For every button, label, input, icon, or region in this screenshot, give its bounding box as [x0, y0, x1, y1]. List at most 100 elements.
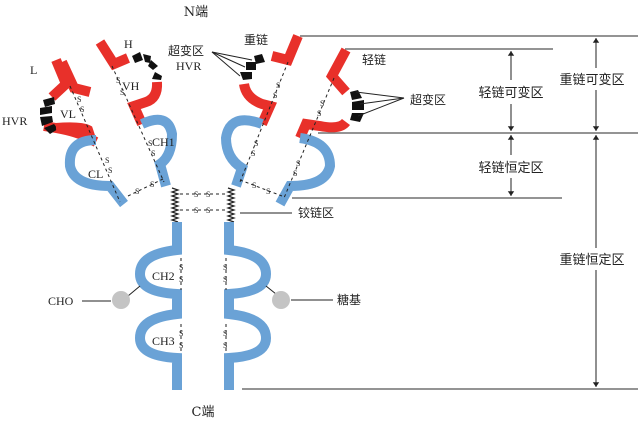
disulfide-s: S — [254, 139, 258, 148]
right-heavy-ch1-domain — [220, 115, 264, 188]
right-heavy-fc — [224, 222, 272, 390]
bracket-heavy-variable: 重链可变区 — [559, 38, 625, 131]
ch2-label: CH2 — [152, 269, 175, 283]
hvr-leader-line — [211, 51, 246, 68]
disulfide-s: S — [320, 99, 324, 108]
disulfide-s: S — [252, 181, 256, 190]
sugar-group-label: 糖基 — [337, 292, 361, 307]
hvr-segment — [40, 116, 53, 126]
hvr-segment — [40, 106, 52, 115]
hvr-leader-line — [211, 51, 241, 77]
bracket-heavy-variable-label: 重链可变区 — [559, 72, 624, 88]
hvr-leader-line — [357, 97, 405, 117]
right-hinge-spring — [226, 187, 236, 223]
disulfide-s: S — [148, 139, 152, 148]
disulfide-s: S — [206, 206, 210, 215]
ch3-label: CH3 — [152, 334, 175, 348]
left-light-variable-top-stub — [57, 59, 92, 97]
disulfide-s: S — [296, 159, 300, 168]
disulfide-s: S — [151, 149, 155, 158]
heavy-chain-label: 重链 — [244, 32, 268, 47]
vl-label: VL — [60, 107, 76, 121]
hvr-segment — [352, 100, 364, 110]
hypervariable-region-label-left: 超变区 — [168, 43, 204, 58]
hvr-segment — [246, 62, 256, 70]
disulfide-s: S — [251, 149, 255, 158]
right-light-variable-lower — [295, 118, 350, 140]
right-fab-arm: S S S S S S S S S S 重链 轻链 — [220, 32, 386, 207]
carbohydrate-right — [272, 291, 290, 309]
right-heavy-variable-domain — [270, 34, 303, 66]
left-light-heavy-interchain-disulfide — [127, 177, 166, 197]
left-light-chain — [40, 58, 128, 208]
hvr-segment — [143, 54, 151, 63]
carbohydrate-left — [112, 291, 130, 309]
region-guide-lines — [242, 35, 638, 390]
cho-label: CHO — [48, 294, 74, 308]
hvr-segment — [43, 97, 55, 107]
right-light-constant-domain — [275, 133, 336, 207]
hvr-segment — [152, 72, 162, 80]
disulfide-s: S — [179, 341, 183, 350]
ch1-label: CH1 — [152, 135, 175, 149]
left-heavy-ch1-domain — [139, 114, 178, 188]
left-heavy-variable-domain — [95, 39, 130, 71]
hvr-leader-line — [211, 51, 253, 61]
left-heavy-variable-lower — [127, 81, 163, 127]
hvr-segment — [132, 52, 143, 63]
hvr-leader-line — [355, 91, 405, 99]
left-light-hvr-segments — [40, 97, 58, 134]
bracket-heavy-constant: 重链恒定区 — [559, 135, 625, 388]
disulfide-s: S — [223, 341, 227, 350]
disulfide-s: S — [273, 91, 277, 100]
right-light-intra-disulfide — [283, 77, 335, 199]
cho-left-attachment — [127, 285, 141, 297]
disulfide-s: S — [276, 81, 280, 90]
n-terminus-label: N端 — [184, 5, 208, 20]
disulfide-s: S — [179, 275, 183, 284]
disulfide-s: S — [194, 190, 198, 199]
right-heavy-light-interchain-disulfide — [239, 179, 283, 197]
disulfide-s: S — [223, 275, 227, 284]
c-terminus-label: C端 — [192, 405, 215, 420]
vh-label: VH — [122, 79, 140, 93]
left-heavy-chain-upper — [95, 39, 178, 188]
heavy-short-label: H — [124, 37, 133, 51]
bracket-light-variable: 轻链可变区 — [478, 51, 544, 131]
disulfide-s: S — [105, 156, 109, 165]
bracket-light-variable-label: 轻链可变区 — [478, 85, 543, 101]
disulfide-s: S — [80, 105, 84, 114]
hvr-segment — [44, 124, 58, 134]
disulfide-s: S — [150, 180, 154, 189]
disulfide-s: S — [120, 88, 124, 97]
disulfide-s: S — [293, 169, 297, 178]
disulfide-s: S — [206, 190, 210, 199]
disulfide-s: S — [135, 187, 139, 196]
disulfide-s: S — [179, 263, 183, 272]
disulfide-s: S — [223, 263, 227, 272]
right-light-hvr-segments — [350, 90, 364, 122]
hvr-segment — [240, 72, 252, 80]
bracket-heavy-constant-label: 重链恒定区 — [559, 252, 624, 268]
disulfide-s: S — [223, 329, 227, 338]
disulfide-s: S — [77, 95, 81, 104]
hinge-region-label: 铰链区 — [298, 205, 334, 220]
hvr-leader-line — [359, 97, 405, 105]
left-light-variable-lower — [55, 122, 97, 144]
disulfide-s: S — [194, 206, 198, 215]
left-heavy-fc — [134, 222, 182, 390]
hvr-segment — [254, 54, 265, 64]
disulfide-s: S — [108, 166, 112, 175]
hvr-callout-right: 超变区 — [355, 91, 446, 117]
right-heavy-chain-upper — [220, 34, 303, 188]
left-hinge-spring — [170, 187, 180, 223]
light-chain-label: 轻链 — [362, 52, 386, 67]
left-light-constant-domain — [64, 135, 128, 208]
hvr-segment — [350, 90, 362, 100]
left-fab-arm: S S S S S S S S S S VL VH CL CH1 L H HVR — [2, 37, 178, 208]
right-heavy-variable-lower — [239, 82, 277, 127]
disulfide-s: S — [179, 329, 183, 338]
cho-right-attachment — [265, 285, 277, 295]
hvr-far-left-label: HVR — [2, 114, 27, 128]
